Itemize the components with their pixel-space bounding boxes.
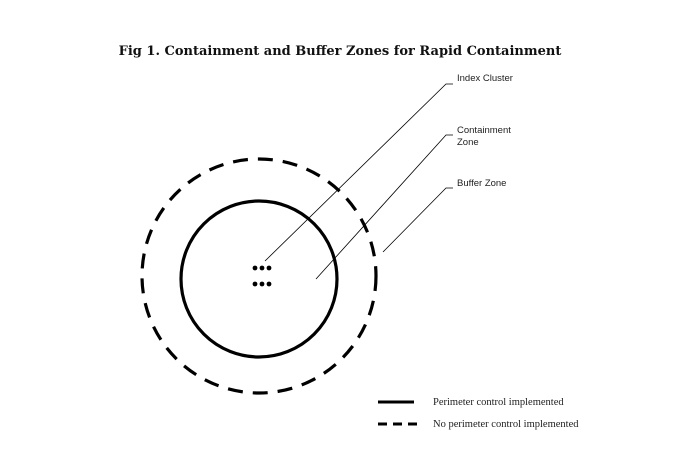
index-cluster-label: Index Cluster	[457, 73, 513, 84]
cluster-dot	[252, 265, 258, 271]
legend: Perimeter control implemented No perimet…	[378, 397, 579, 430]
index-cluster-leader-line	[264, 83, 453, 262]
containment-zone-label-line1: Containment	[457, 125, 511, 136]
buffer-zone-label: Buffer Zone	[457, 178, 506, 189]
cluster-dot	[252, 281, 258, 287]
legend-dashed-label: No perimeter control implemented	[433, 419, 579, 430]
index-cluster-dots	[252, 265, 272, 287]
figure-title: Fig 1. Containment and Buffer Zones for …	[119, 44, 562, 59]
cluster-dot	[259, 281, 265, 287]
legend-solid-label: Perimeter control implemented	[433, 397, 564, 408]
containment-zone-leader-line	[315, 134, 453, 280]
cluster-dot	[266, 281, 272, 287]
containment-zone-circle	[179, 199, 339, 359]
buffer-zone-leader-line	[382, 187, 453, 253]
buffer-zone-circle	[140, 157, 378, 395]
cluster-dot	[266, 265, 272, 271]
cluster-dot	[259, 265, 265, 271]
containment-zone-label-line2: Zone	[457, 137, 479, 148]
